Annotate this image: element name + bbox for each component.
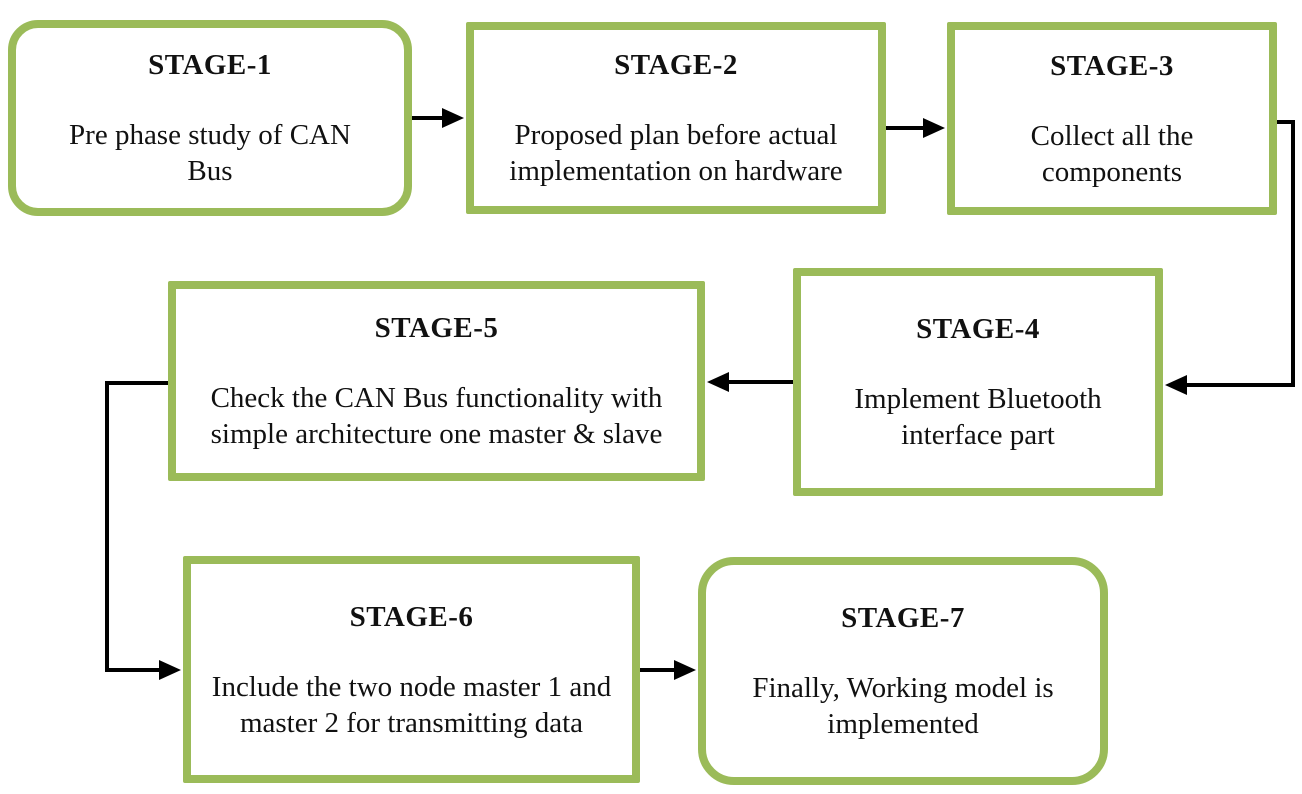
stage-7-title: STAGE-7 <box>841 602 965 634</box>
stage-2-title: STAGE-2 <box>614 49 738 81</box>
stage-7-box: STAGE-7 Finally, Working model is implem… <box>698 557 1108 785</box>
stage-4-title: STAGE-4 <box>916 313 1040 345</box>
stage-1-description: Pre phase study of CAN Bus <box>69 119 351 187</box>
stage-3-title: STAGE-3 <box>1050 49 1174 82</box>
stage-5-box: STAGE-5 Check the CAN Bus functionality … <box>168 281 705 481</box>
stage-1-title: STAGE-1 <box>148 49 272 81</box>
stage-4-description: Implement Bluetooth interface part <box>854 383 1102 451</box>
connector-stage-5-to-stage-6 <box>105 381 181 680</box>
stage-2-box: STAGE-2 Proposed plan before actual impl… <box>466 22 886 214</box>
stage-4-box: STAGE-4 Implement Bluetooth interface pa… <box>793 268 1163 496</box>
stage-6-description: Include the two node master 1 and master… <box>211 670 612 739</box>
connector-stage-3-to-stage-4 <box>1165 120 1295 395</box>
stage-1-box: STAGE-1 Pre phase study of CAN Bus <box>8 20 412 216</box>
stage-5-description: Check the CAN Bus functionality with sim… <box>210 382 663 450</box>
stage-7-description: Finally, Working model is implemented <box>752 672 1054 740</box>
stage-3-description: Collect all the components <box>1030 119 1194 188</box>
stage-3-box: STAGE-3 Collect all the components <box>947 22 1277 215</box>
stage-6-box: STAGE-6 Include the two node master 1 an… <box>183 556 640 783</box>
stage-5-title: STAGE-5 <box>374 312 499 344</box>
stage-2-description: Proposed plan before actual implementati… <box>509 119 843 187</box>
stage-6-title: STAGE-6 <box>349 600 474 633</box>
